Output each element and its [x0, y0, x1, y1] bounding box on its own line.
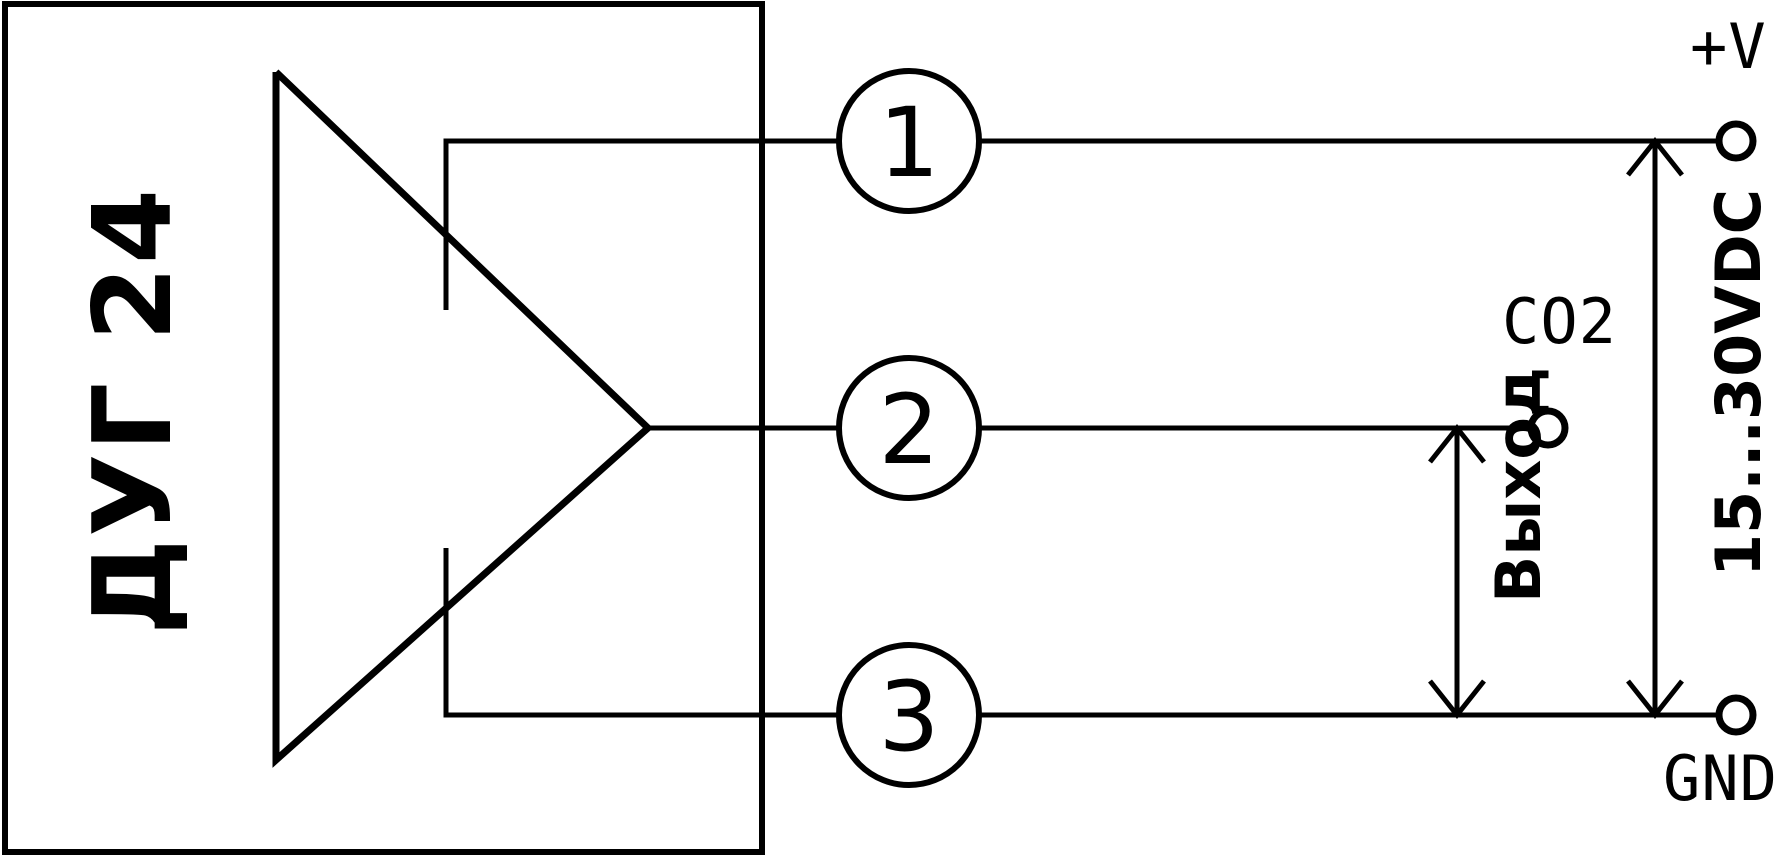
terminal-supply-positive-circle[interactable]	[1715, 120, 1757, 162]
internal-wire-pin-3	[443, 548, 838, 718]
terminal-co2-output-label: CO2	[1502, 285, 1617, 358]
pin-2-number: 2	[878, 374, 939, 486]
dim-supply-arrow-up	[1626, 136, 1684, 177]
terminal-co2-output-circle[interactable]	[1527, 407, 1569, 449]
dim-supply-label: 15...30VDC	[1702, 189, 1775, 577]
device-name-label: ДУГ 24	[71, 187, 196, 635]
internal-wire-pin-1	[443, 138, 838, 310]
dim-output-arrow-up	[1428, 423, 1486, 464]
pin-3-number: 3	[878, 661, 939, 773]
dim-output-label: Выход	[1482, 367, 1555, 603]
sensor-triangle-icon	[272, 69, 654, 768]
dim-supply-arrow-down	[1626, 679, 1684, 720]
terminal-ground-circle[interactable]	[1715, 694, 1757, 736]
pin-1-number: 1	[878, 87, 939, 199]
dim-output-arrow-down	[1428, 679, 1486, 720]
terminal-supply-positive-label: +V	[1690, 10, 1767, 83]
terminal-ground-label: GND	[1663, 742, 1778, 815]
